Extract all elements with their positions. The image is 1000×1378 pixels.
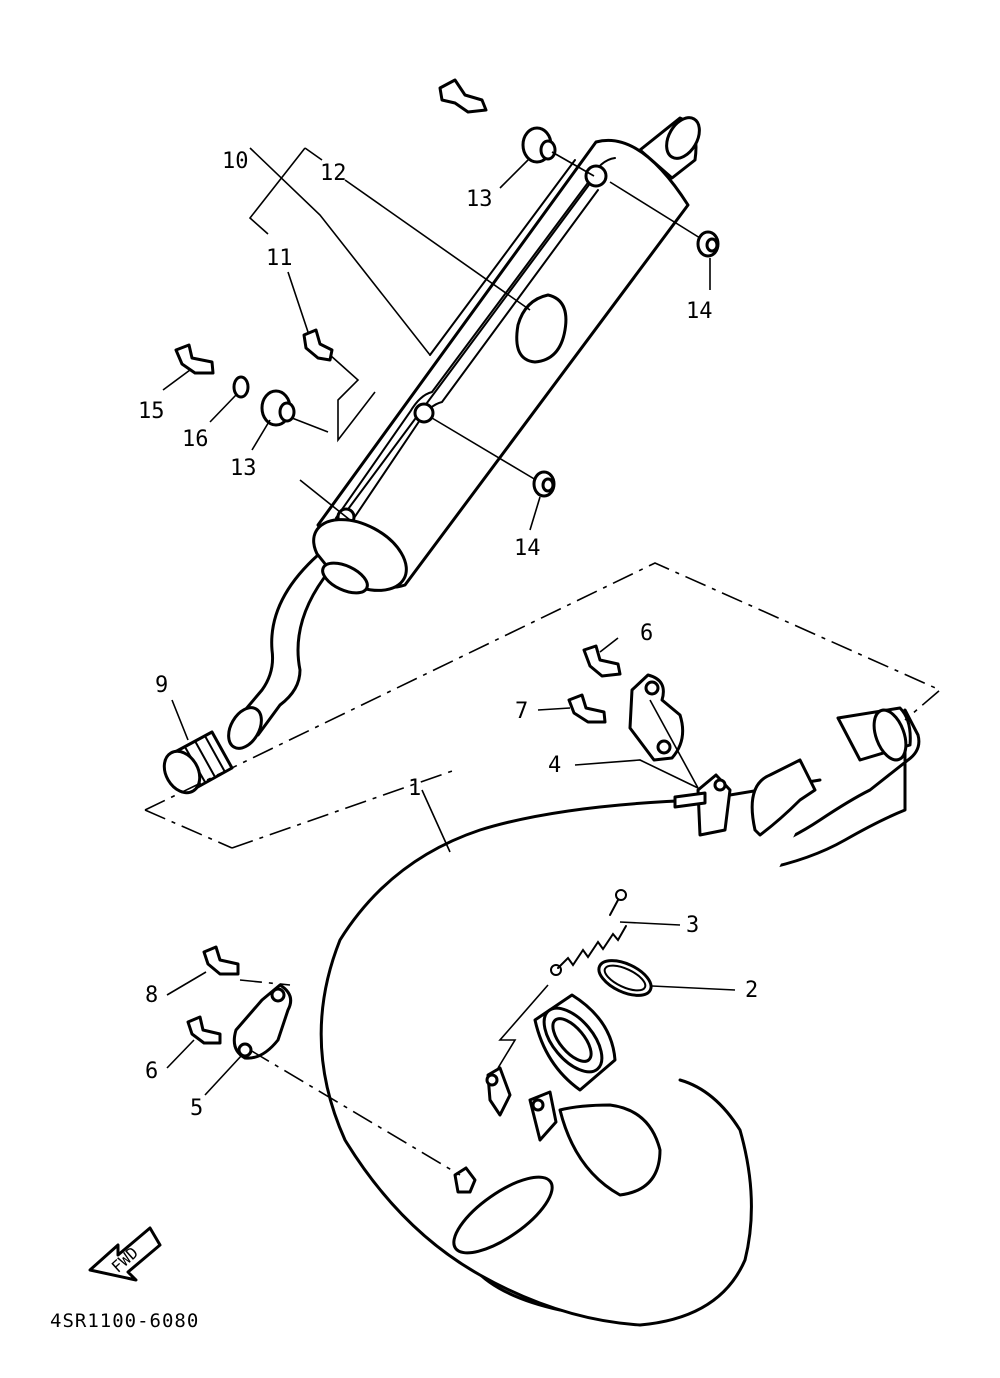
exhaust-pipe: [319, 706, 921, 1327]
label-14-upper: 14: [686, 299, 713, 324]
label-6-lower: 6: [145, 1059, 158, 1084]
collar-14-upper: [696, 230, 720, 258]
label-12: 12: [320, 161, 347, 186]
bracket-4: [628, 673, 685, 762]
label-16: 16: [182, 427, 209, 452]
label-10: 10: [222, 149, 249, 174]
grommet-13-lower: [260, 389, 296, 427]
label-2: 2: [745, 978, 758, 1003]
bolt-8: [202, 945, 240, 976]
label-5: 5: [190, 1096, 203, 1121]
label-4: 4: [548, 753, 561, 778]
gasket-2: [597, 959, 653, 997]
label-11: 11: [266, 246, 293, 271]
label-3: 3: [686, 913, 699, 938]
label-8: 8: [145, 983, 158, 1008]
bolt-6-lower: [186, 1015, 222, 1045]
bolt-pipe-clamp: [453, 1166, 477, 1194]
silencer: [227, 116, 701, 750]
grommet-13-upper: [521, 126, 557, 164]
diagram-code: 4SR1100-6080: [50, 1310, 199, 1332]
washer-16: [232, 375, 250, 399]
label-15: 15: [138, 399, 165, 424]
collar-14-lower: [532, 470, 556, 498]
label-6-upper: 6: [640, 621, 653, 646]
leader-lines: [162, 147, 736, 1096]
label-13-upper: 13: [466, 187, 493, 212]
bracket-5: [232, 983, 293, 1060]
dashed-alignment-lines: [144, 562, 942, 1176]
spring-3: [550, 889, 627, 976]
label-14-lower: 14: [514, 536, 541, 561]
joint-9: [162, 730, 234, 795]
bolt-7: [567, 693, 607, 724]
label-9: 9: [155, 673, 168, 698]
label-7: 7: [515, 699, 528, 724]
bolt-15: [174, 343, 215, 375]
label-1: 1: [408, 776, 421, 801]
label-13-lower: 13: [230, 456, 257, 481]
fwd-arrow: FWD: [88, 1226, 162, 1282]
bolt-top: [438, 78, 488, 114]
bolt-6-upper: [582, 644, 622, 678]
bolt-11: [302, 328, 334, 362]
